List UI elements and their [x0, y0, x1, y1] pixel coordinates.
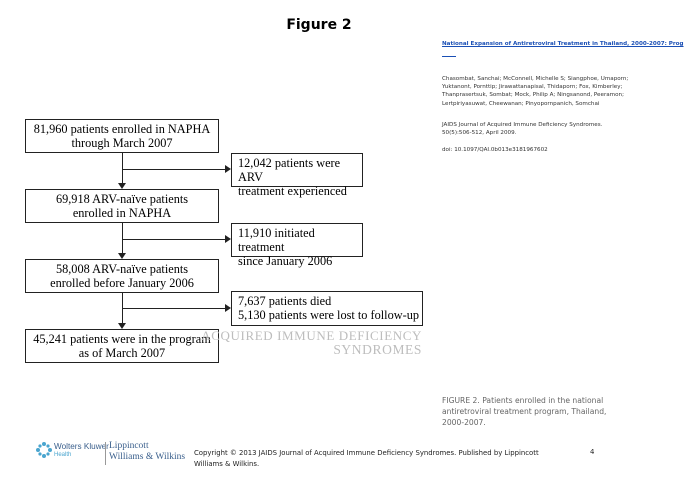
arrow-right-3: [225, 304, 231, 312]
branch-1: [122, 169, 225, 170]
box-enrolled-before-2006-line1: 58,008 ARV-naïve patients: [55, 262, 189, 276]
wolters-kluwer-logo-icon: [36, 442, 52, 458]
connector-1: [122, 153, 123, 184]
article-journal: JAIDS Journal of Acquired Immune Deficie…: [442, 122, 603, 137]
arrow-right-2: [225, 235, 231, 243]
arrow-right-1: [225, 165, 231, 173]
link-underline: [442, 56, 456, 57]
logo-divider: [105, 442, 106, 465]
figure-caption: FIGURE 2. Patients enrolled in the natio…: [442, 396, 607, 428]
box-enrolled-napha-line1: 81,960 patients enrolled in NAPHA: [33, 122, 211, 136]
branch-3: [122, 308, 225, 309]
box-enrolled-before-2006: 58,008 ARV-naïve patients enrolled befor…: [25, 259, 219, 293]
arrow-down-1: [118, 183, 126, 189]
publisher-logo: Wolters Kluwer Health Lippincott William…: [33, 440, 185, 472]
box-initiated-treatment-line2: since January 2006: [238, 254, 333, 268]
box-in-program: 45,241 patients were in the program as o…: [25, 329, 219, 363]
logo-wolters-kluwer-text: Wolters Kluwer: [54, 442, 109, 451]
branch-2: [122, 239, 225, 240]
copyright-notice: Copyright © 2013 JAIDS Journal of Acquir…: [194, 449, 539, 468]
box-in-program-line2: as of March 2007: [78, 346, 166, 360]
box-died-lost-line2: 5,130 patients were lost to follow-up: [238, 308, 420, 322]
page-number: 4: [590, 448, 595, 456]
arrow-down-2: [118, 253, 126, 259]
box-arv-experienced: 12,042 patients were ARV treatment exper…: [231, 153, 363, 198]
logo-lippincott-line2: Williams & Wilkins: [109, 452, 186, 462]
box-arv-naive-enrolled-line2: enrolled in NAPHA: [72, 206, 172, 220]
box-died-lost: 7,637 patients died 5,130 patients were …: [231, 291, 423, 326]
article-authors: Chasombat, Sanchai; McConnell, Michelle …: [442, 76, 629, 107]
box-enrolled-napha-line2: through March 2007: [71, 136, 173, 150]
box-enrolled-napha: 81,960 patients enrolled in NAPHA throug…: [25, 119, 219, 153]
article-doi: doi: 10.1097/QAI.0b013e3181967602: [442, 147, 548, 153]
box-in-program-line1: 45,241 patients were in the program: [33, 332, 211, 346]
box-initiated-treatment-line1: 11,910 initiated treatment: [238, 226, 315, 254]
box-arv-experienced-line1: 12,042 patients were ARV: [238, 156, 341, 184]
logo-lippincott-text: Lippincott Williams & Wilkins: [109, 441, 185, 463]
box-died-lost-line1: 7,637 patients died: [238, 294, 332, 308]
arrow-down-3: [118, 323, 126, 329]
logo-lippincott-line1: Lippincott: [109, 441, 149, 451]
connector-2: [122, 223, 123, 254]
box-arv-naive-enrolled: 69,918 ARV-naïve patients enrolled in NA…: [25, 189, 219, 223]
box-arv-naive-enrolled-line1: 69,918 ARV-naïve patients: [55, 192, 189, 206]
figure-title: Figure 2: [286, 17, 352, 33]
logo-health-text: Health: [54, 452, 72, 458]
article-title-link[interactable]: National Expansion of Antiretroviral Tre…: [442, 41, 684, 47]
box-initiated-treatment: 11,910 initiated treatment since January…: [231, 223, 363, 268]
box-arv-experienced-line2: treatment experienced: [238, 184, 347, 198]
box-enrolled-before-2006-line2: enrolled before January 2006: [50, 276, 194, 290]
